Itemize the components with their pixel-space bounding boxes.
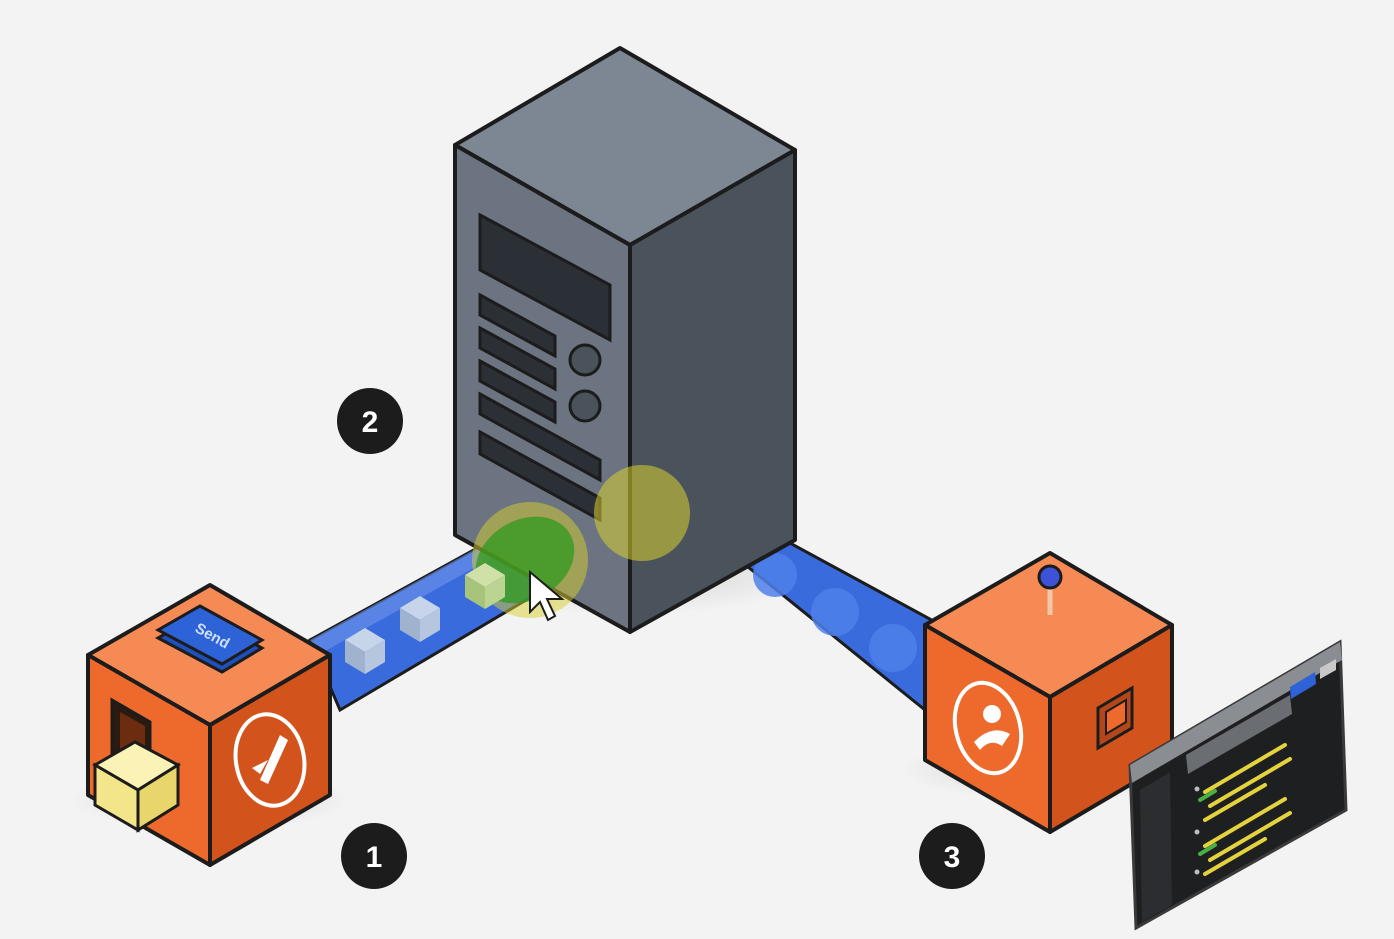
postman-rocket-icon	[233, 712, 307, 808]
server-panels	[478, 212, 612, 523]
port-icon	[1096, 685, 1134, 751]
step-badge-2: 2	[337, 388, 403, 454]
server-knobs	[568, 343, 602, 423]
astronaut-icon	[952, 680, 1024, 776]
cursor-icon	[529, 569, 565, 622]
client-cube: Send	[86, 583, 332, 867]
code-lines	[1198, 743, 1292, 876]
terminal-window-icon	[1128, 639, 1348, 931]
activity-highlights	[465, 465, 690, 618]
packet-cube	[400, 596, 440, 642]
server-icon	[453, 46, 797, 634]
step-3-label: 3	[944, 841, 961, 874]
step-badge-1: 1	[341, 823, 407, 889]
request-packets	[345, 596, 440, 674]
packet-cube	[345, 628, 385, 674]
step-2-label: 2	[362, 406, 379, 439]
step-badge-3: 3	[919, 823, 985, 889]
step-1-label: 1	[366, 841, 383, 874]
response-bubbles	[753, 553, 917, 672]
payload-cube	[92, 740, 181, 833]
send-button[interactable]: Send	[154, 604, 266, 674]
packet-cube	[465, 563, 505, 609]
pin-icon	[1037, 564, 1063, 615]
receiver-cube	[923, 551, 1174, 834]
